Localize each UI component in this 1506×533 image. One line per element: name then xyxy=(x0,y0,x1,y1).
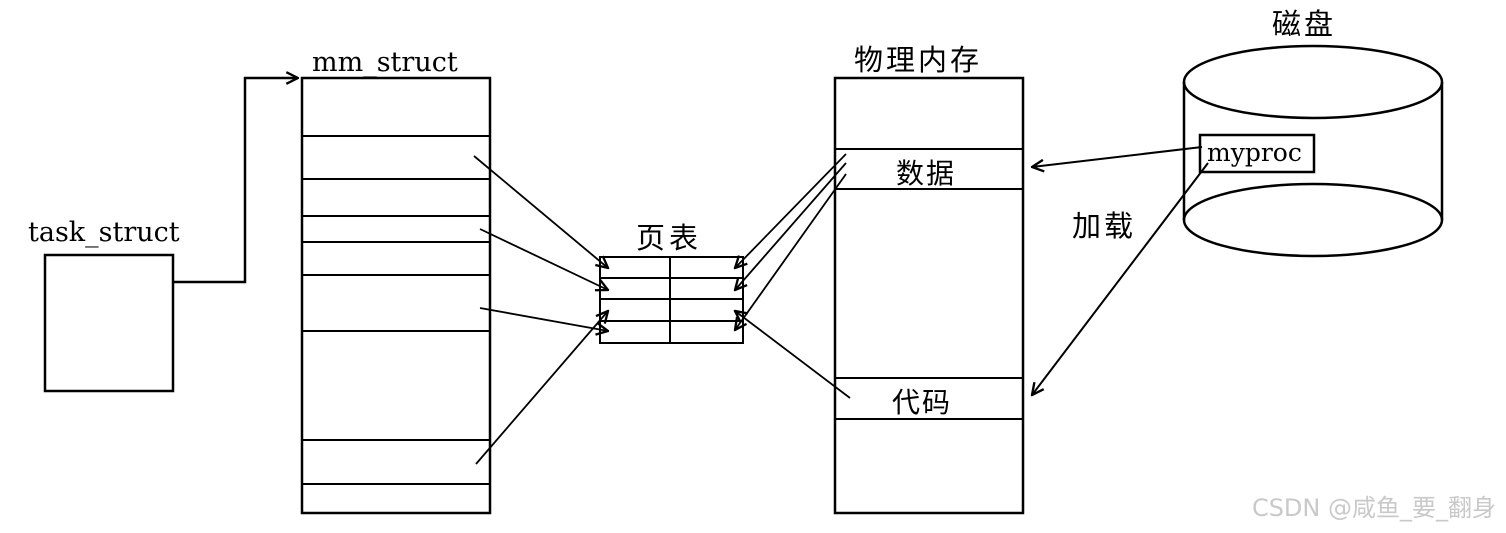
disk-label: 磁盘 xyxy=(1272,7,1336,41)
disk-cylinder-icon xyxy=(1182,44,1444,258)
page-table-label: 页表 xyxy=(636,221,702,255)
mm-struct-dividers xyxy=(302,135,490,485)
page-table-grid xyxy=(600,257,743,343)
physical-memory-label: 物理内存 xyxy=(854,43,982,77)
vm-mapping-arrow xyxy=(473,155,608,268)
code-region-label: 代码 xyxy=(892,386,952,419)
mm-struct-label: mm_struct xyxy=(312,47,458,78)
pm-mapping-arrow xyxy=(735,153,847,268)
vm-mapping-arrow xyxy=(479,307,608,331)
mm-to-pagetable-arrows xyxy=(473,155,608,465)
task-struct-group: task_struct xyxy=(28,217,180,393)
load-arrows xyxy=(1032,146,1209,395)
vm-mapping-arrow xyxy=(475,311,608,465)
pm-mapping-arrow xyxy=(735,173,847,330)
task-struct-box xyxy=(43,253,175,393)
myproc-label: myproc xyxy=(1207,138,1302,167)
physical-memory-box xyxy=(833,76,1025,515)
task-to-mm-arrow xyxy=(173,78,298,284)
pagetable-to-physical-arrows xyxy=(735,153,851,399)
mm-struct-box xyxy=(300,76,492,515)
mm-struct-group: mm_struct xyxy=(300,47,492,515)
pm-mapping-arrow xyxy=(735,311,851,399)
load-data-arrow xyxy=(1032,146,1203,167)
myproc-box xyxy=(1198,133,1316,174)
csdn-watermark: CSDN @咸鱼_要_翻身 xyxy=(1251,494,1496,522)
page-table-group: 页表 xyxy=(599,221,744,344)
data-region-label: 数据 xyxy=(896,157,956,190)
physical-memory-dividers xyxy=(835,148,1023,420)
disk-group: 磁盘 myproc xyxy=(1182,7,1444,258)
load-code-arrow xyxy=(1032,162,1209,395)
pm-mapping-arrow xyxy=(735,162,847,290)
load-label: 加载 xyxy=(1072,209,1136,243)
vm-mapping-arrow xyxy=(479,228,608,290)
task-struct-label: task_struct xyxy=(28,217,180,248)
physical-memory-group: 物理内存 数据 代码 xyxy=(833,43,1025,515)
